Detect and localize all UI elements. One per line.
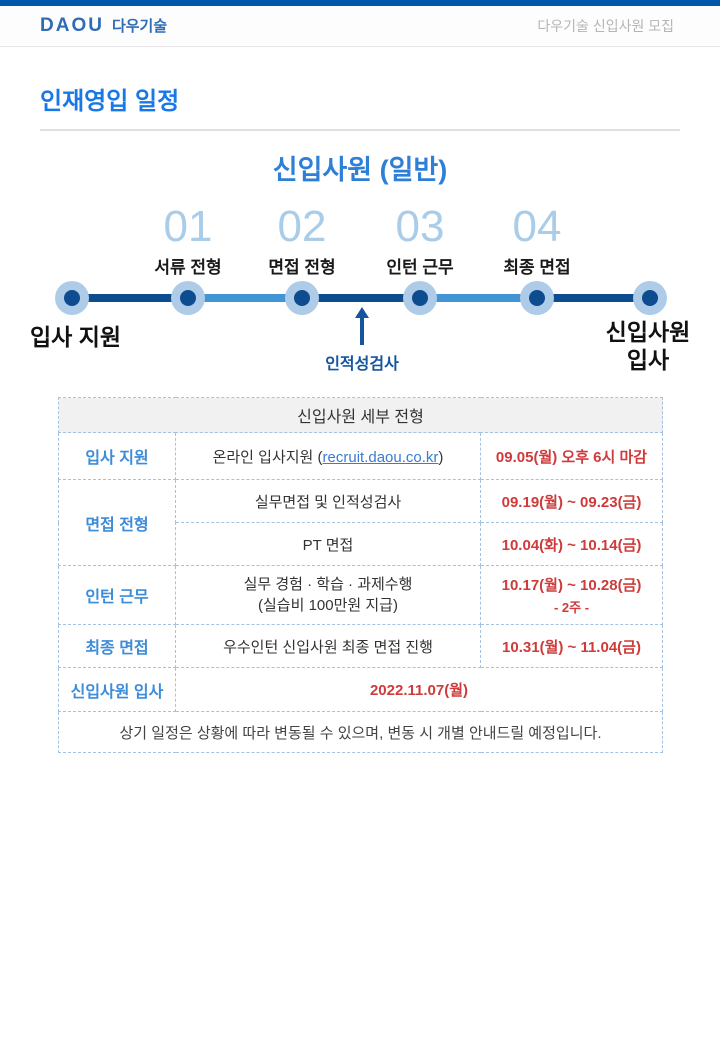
timeline-node-dot: [412, 290, 428, 306]
timeline-start-label: 입사 지원: [30, 324, 122, 350]
table-title: 신입사원 세부 전형: [58, 397, 663, 433]
title-divider: [40, 129, 680, 131]
timeline-step-2: 02 면접 전형: [242, 204, 362, 278]
timeline-step-4: 04 최종 면접: [477, 204, 597, 278]
timeline-segment: [72, 294, 188, 302]
detail-text-suffix: ): [438, 448, 444, 466]
detail-cell-apply: 온라인 입사지원 (recruit.daou.co.kr): [175, 432, 481, 480]
date-cell-final: 10.31(월) ~ 11.04(금): [480, 624, 663, 668]
page-header: DAOU 다우기술 다우기술 신입사원 모집: [0, 6, 720, 47]
schedule-table: 신입사원 세부 전형 입사 지원 온라인 입사지원 (recruit.daou.…: [58, 397, 663, 753]
date-cell-apply: 09.05(월) 오후 6시 마감: [480, 432, 663, 480]
timeline-end-line2: 입사: [626, 347, 670, 373]
timeline-segment: [537, 294, 650, 302]
section-heading: 신입사원 (일반): [272, 155, 448, 185]
top-accent-bar: [0, 0, 720, 6]
stage-cell-apply: 입사 지원: [58, 432, 176, 480]
timeline-node-dot: [180, 290, 196, 306]
step-number: 02: [277, 202, 327, 251]
date-cell-interview-2: 10.04(화) ~ 10.14(금): [480, 522, 663, 566]
step-number: 01: [163, 202, 213, 251]
stage-cell-intern: 인턴 근무: [58, 565, 176, 625]
header-caption: 다우기술 신입사원 모집: [537, 18, 674, 34]
intern-detail-line2: (실습비 100만원 지급): [258, 597, 398, 614]
detail-cell-interview-2: PT 면접: [175, 522, 481, 566]
date-cell-intern: 10.17(월) ~ 10.28(금) - 2주 -: [480, 565, 663, 625]
timeline-node-dot: [529, 290, 545, 306]
stage-cell-final: 최종 면접: [58, 624, 176, 668]
detail-cell-final: 우수인턴 신입사원 최종 면접 진행: [175, 624, 481, 668]
brand-logo-mark: DAOU: [40, 15, 104, 36]
timeline-end-line1: 신입사원: [605, 319, 691, 345]
timeline-node-dot: [294, 290, 310, 306]
intern-detail-line1: 실무 경험 · 학습 · 과제수행: [243, 576, 413, 593]
detail-cell-intern: 실무 경험 · 학습 · 과제수행 (실습비 100만원 지급): [175, 565, 481, 625]
timeline-node-dot: [64, 290, 80, 306]
step-label: 서류 전형: [154, 258, 222, 277]
timeline-segment: [188, 294, 302, 302]
date-cell-interview-1: 09.19(월) ~ 09.23(금): [480, 479, 663, 523]
recruit-site-link[interactable]: recruit.daou.co.kr: [322, 448, 439, 466]
timeline-annotation: 인적성검사: [325, 356, 399, 373]
detail-text-prefix: 온라인 입사지원 (: [212, 448, 323, 466]
arrow-stem: [360, 316, 364, 345]
step-label: 인턴 근무: [386, 258, 454, 277]
date-cell-join: 2022.11.07(월): [175, 667, 663, 712]
stage-cell-join: 신입사원 입사: [58, 667, 176, 712]
stage-cell-interview: 면접 전형: [58, 479, 176, 566]
timeline-segment: [302, 294, 420, 302]
brand-logo-text: 다우기술: [111, 18, 168, 35]
timeline-segment: [420, 294, 537, 302]
brand-logo[interactable]: DAOU 다우기술: [40, 15, 167, 37]
intern-duration: - 2주 -: [553, 600, 590, 615]
page-title: 인재영입 일정: [40, 88, 180, 115]
timeline-step-1: 01 서류 전형: [128, 204, 248, 278]
timeline-node-dot: [642, 290, 658, 306]
schedule-note: 상기 일정은 상황에 따라 변동될 수 있으며, 변동 시 개별 안내드릴 예정…: [58, 711, 663, 753]
intern-date: 10.17(월) ~ 10.28(금): [501, 577, 642, 594]
detail-cell-interview-1: 실무면접 및 인적성검사: [175, 479, 481, 523]
step-label: 최종 면접: [503, 258, 571, 277]
step-label: 면접 전형: [268, 258, 336, 277]
step-number: 04: [512, 202, 562, 251]
timeline-end-label: 신입사원 입사: [598, 318, 698, 374]
step-number: 03: [395, 202, 445, 251]
recruitment-timeline: 01 서류 전형 02 면접 전형 03 인턴 근무 04 최종 면접 입사 지…: [0, 204, 720, 390]
timeline-step-3: 03 인턴 근무: [360, 204, 480, 278]
arrow-up-icon: [355, 307, 369, 318]
